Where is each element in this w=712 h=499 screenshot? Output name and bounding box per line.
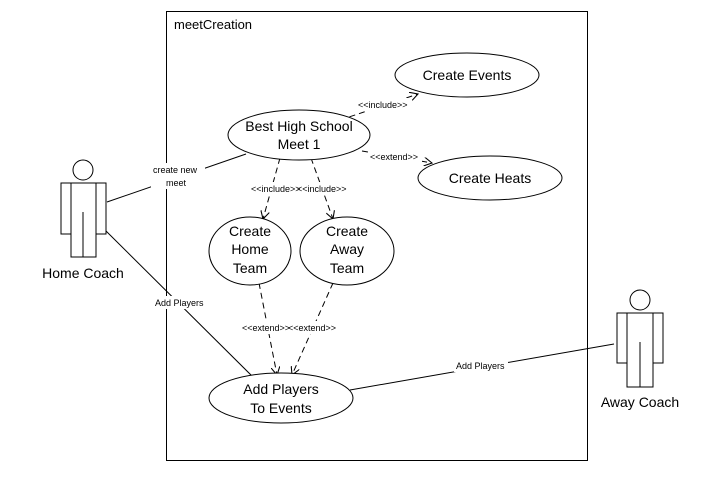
- actor-home-coach-label: Home Coach: [42, 265, 124, 281]
- label-include-events: <<include>>: [358, 100, 408, 110]
- usecase-best-high-school-meet[interactable]: Best High School Meet 1: [227, 109, 371, 161]
- label-extend-home-add: <<extend>>: [242, 323, 290, 333]
- usecase-home-label-line2: Home: [231, 241, 269, 257]
- label-extend-heats: <<extend>>: [370, 152, 418, 162]
- label-away-add-players: Add Players: [456, 361, 505, 371]
- usecase-create-events-label: Create Events: [423, 67, 512, 83]
- usecase-create-home-team[interactable]: Create Home Team: [208, 216, 292, 286]
- usecase-create-events[interactable]: Create Events: [394, 52, 540, 98]
- dep-extend-home-add: [258, 282, 277, 375]
- actor-away-coach-label: Away Coach: [601, 394, 679, 410]
- usecase-add-label-line2: To Events: [250, 400, 311, 416]
- label-create-new-meet-1: create new: [153, 165, 198, 175]
- usecase-away-label-line3: Team: [330, 260, 364, 276]
- usecase-create-away-team[interactable]: Create Away Team: [299, 216, 395, 286]
- usecase-create-heats[interactable]: Create Heats: [417, 155, 563, 201]
- actor-home-coach-icon[interactable]: [60, 159, 107, 258]
- usecase-home-label-line1: Create: [229, 223, 271, 239]
- system-title: meetCreation: [174, 17, 252, 32]
- usecase-home-label-line3: Team: [233, 260, 267, 276]
- label-include-home: <<include>>: [251, 184, 301, 194]
- usecase-create-heats-label: Create Heats: [449, 170, 531, 186]
- label-extend-away-add: <<extend>>: [288, 323, 336, 333]
- label-create-new-meet-2: meet: [166, 178, 187, 188]
- usecase-away-label-line1: Create: [326, 223, 368, 239]
- label-home-add-players: Add Players: [155, 298, 204, 308]
- label-include-away: <<include>>: [297, 184, 347, 194]
- usecase-add-players-to-events[interactable]: Add Players To Events: [208, 372, 354, 424]
- system-boundary: [166, 11, 588, 461]
- usecase-best-label-line1: Best High School: [245, 118, 352, 134]
- actor-away-coach-icon[interactable]: [616, 289, 664, 388]
- usecase-away-label-line2: Away: [330, 241, 364, 257]
- usecase-best-label-line2: Meet 1: [278, 136, 321, 152]
- usecase-add-label-line1: Add Players: [243, 381, 318, 397]
